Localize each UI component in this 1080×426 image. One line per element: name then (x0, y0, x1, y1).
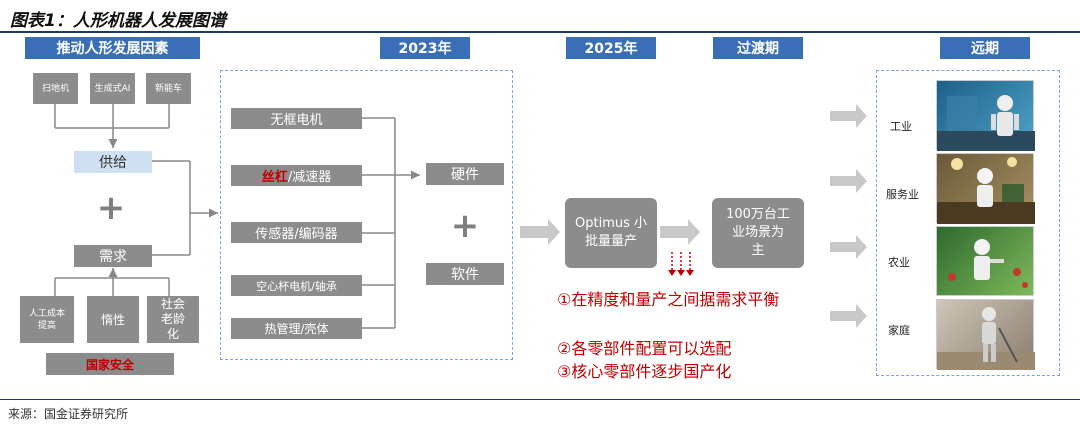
title-rule (0, 31, 1080, 33)
figure-title: 图表1：人形机器人发展图谱 (10, 11, 226, 31)
scene-home-label: 家庭 (888, 324, 910, 337)
input-sweeper: 扫地机 (33, 73, 78, 104)
factors-header: 推动人形发展因素 (25, 37, 200, 59)
year-2025-header: 2025年 (566, 37, 656, 59)
note-3: ③核心零部件逐步国产化 (557, 362, 732, 381)
input-new-energy-vehicle: 新能车 (146, 73, 191, 104)
plus-sign-left: + (96, 188, 126, 228)
component-text: /减速器 (287, 170, 332, 185)
scene-service-label: 服务业 (886, 188, 919, 201)
component-text: 空心杯电机/轴承 (256, 279, 337, 293)
scene-industry-label: 工业 (890, 120, 912, 133)
note-1: ①在精度和量产之间据需求平衡 (557, 290, 780, 309)
component-coreless-motor-bearing: 空心杯电机/轴承 (231, 275, 362, 296)
transition-box: 100万台工业场景为主 (712, 198, 804, 268)
component-text: 传感器/编码器 (255, 227, 338, 242)
input-aging-society: 社会老龄化 (147, 296, 199, 343)
transition-header: 过渡期 (713, 37, 803, 59)
supply-box: 供给 (74, 151, 152, 173)
note-2: ②各零部件配置可以选配 (557, 339, 732, 358)
agriculture-robot-photo (936, 226, 1034, 296)
home-robot-photo (936, 299, 1035, 370)
component-screw-reducer: 丝杠/减速器 (231, 165, 362, 186)
hardware-box: 硬件 (426, 163, 504, 185)
longterm-frame (876, 70, 1060, 376)
component-sensor-encoder: 传感器/编码器 (231, 222, 362, 243)
input-generative-ai: 生成式AI (90, 73, 135, 104)
component-text: 无框电机 (270, 113, 323, 128)
source-note: 来源：国金证券研究所 (8, 407, 129, 421)
input-inertia: 惰性 (87, 296, 139, 343)
optimus-box: Optimus 小批量量产 (565, 198, 657, 268)
component-frameless-motor: 无框电机 (231, 108, 362, 129)
plus-sign-2023: + (450, 206, 480, 246)
component-text: 热管理/壳体 (264, 322, 329, 336)
service-robot-photo (936, 153, 1035, 224)
component-thermal-housing: 热管理/壳体 (231, 318, 362, 339)
year-2023-frame (220, 70, 513, 360)
longterm-header: 远期 (940, 37, 1030, 59)
component-red-part: 丝杠 (261, 170, 288, 185)
year-2023-header: 2023年 (380, 37, 470, 59)
demand-box: 需求 (74, 245, 152, 267)
national-security-box: 国家安全 (46, 353, 174, 375)
input-labor-cost: 人工成本提高 (20, 296, 74, 343)
software-box: 软件 (426, 263, 504, 285)
footer-rule (0, 399, 1080, 400)
scene-agriculture-label: 农业 (888, 256, 910, 269)
industry-robot-photo (936, 80, 1035, 151)
